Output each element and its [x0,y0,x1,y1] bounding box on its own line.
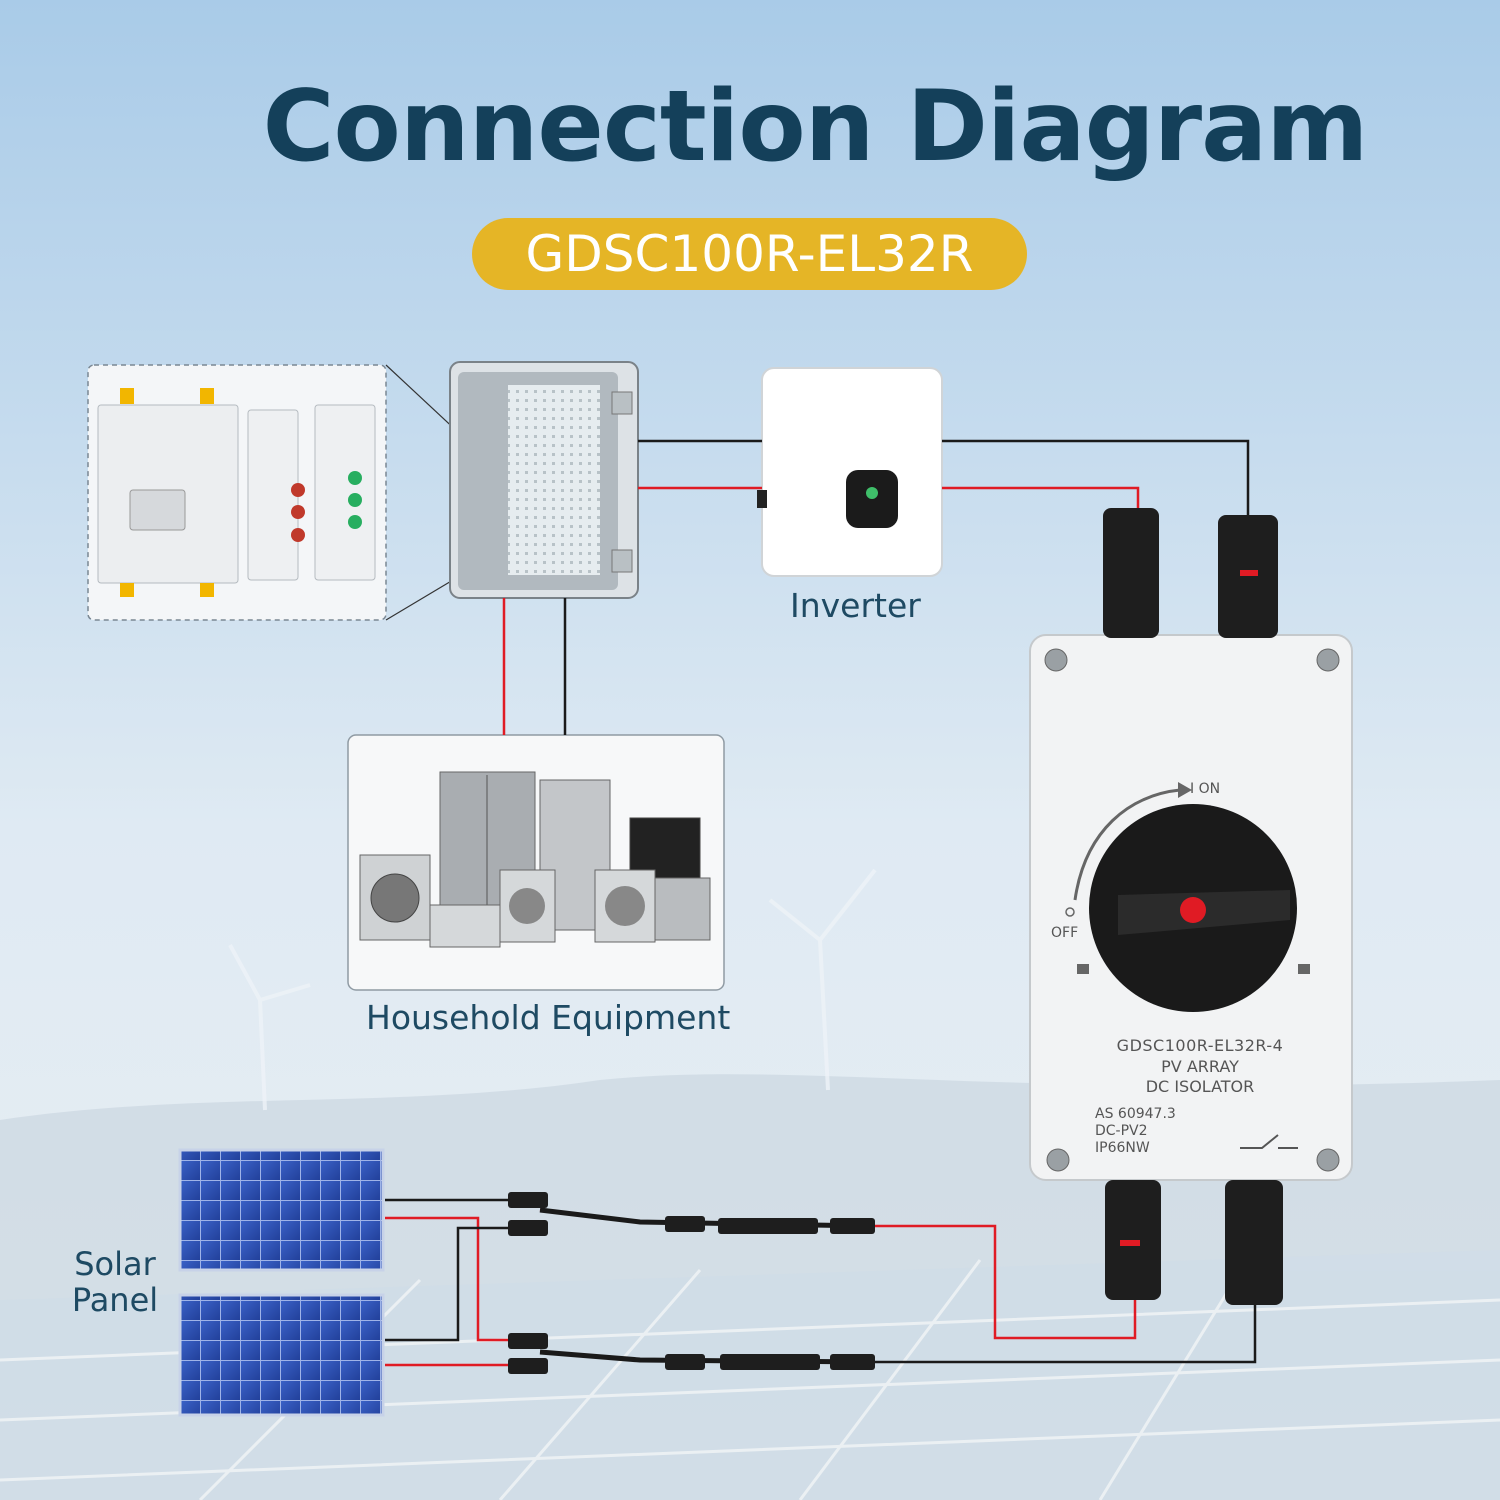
household-equipment-label: Household Equipment [366,998,731,1037]
solar-panels [178,1148,385,1417]
isolator-line1: PV ARRAY [1161,1057,1239,1076]
solar-label-line1: Solar [74,1245,156,1283]
solar-label-line2: Panel [71,1281,159,1319]
household-equipment-image [347,734,725,991]
inverter-unit [757,367,943,577]
isolator-spec-standard: AS 60947.3 [1095,1106,1176,1122]
wind-turbines [228,868,877,1111]
solar-panel-label: Solar Panel [60,1246,170,1318]
mc4-connectors [508,1192,875,1374]
isolator-spec-class: DC-PV2 [1095,1123,1148,1139]
isolator-spec-ip: IP66NW [1095,1140,1150,1156]
model-badge: GDSC100R-EL32R [472,218,1027,290]
enclosure-box [449,361,639,599]
page-title: Connection Diagram [262,70,1369,184]
isolator-line2: DC ISOLATOR [1145,1077,1255,1096]
dc-isolator [1029,508,1353,1305]
inverter-label: Inverter [790,586,921,625]
switch-off-label: OFF [1051,925,1079,941]
isolator-model-text: GDSC100R-EL32R-4 [1116,1036,1284,1055]
relay-inset [87,364,521,621]
switch-on-label: I ON [1190,781,1221,797]
